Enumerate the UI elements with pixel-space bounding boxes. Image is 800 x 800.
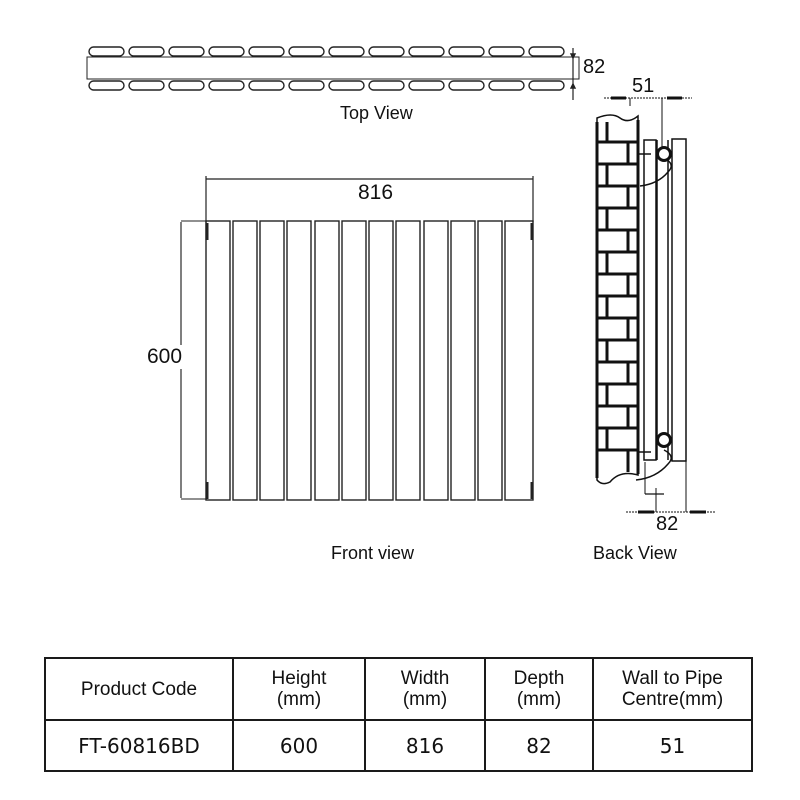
header-unit: (mm) — [402, 689, 448, 710]
header-product-code: Product Code — [44, 657, 234, 721]
top-view-drawing — [86, 46, 580, 100]
table-row: FT-60816BD 600 816 82 51 — [44, 719, 753, 772]
header-label: Width — [400, 668, 450, 689]
back-view-pipe-dimension-label: 51 — [632, 75, 655, 97]
front-view-label: Front view — [331, 543, 415, 563]
cell-product-code: FT-60816BD — [44, 719, 234, 772]
header-width: Width (mm) — [364, 657, 486, 721]
top-view-columns-upper — [88, 46, 565, 57]
spec-table-header-row: Product Code Height (mm) Width (mm) Dept… — [44, 657, 753, 721]
header-unit: (mm) — [516, 689, 562, 710]
header-depth: Depth (mm) — [484, 657, 594, 721]
front-view-height-label: 600 — [147, 345, 183, 369]
front-view-width-label: 816 — [358, 181, 394, 204]
cell-wall-to-pipe: 51 — [592, 719, 753, 772]
header-height: Height (mm) — [232, 657, 366, 721]
top-view-columns-lower — [88, 80, 565, 91]
header-label: Height — [271, 668, 327, 689]
front-view-drawing — [180, 176, 534, 501]
top-view-label: Top View — [340, 103, 413, 123]
spec-table: Product Code Height (mm) Width (mm) Dept… — [44, 657, 753, 772]
cell-depth: 82 — [484, 719, 594, 772]
top-view-depth-label: 82 — [583, 56, 606, 78]
header-unit: (mm) — [276, 689, 322, 710]
back-view-label: Back View — [593, 543, 677, 563]
header-wall-to-pipe: Wall to Pipe Centre(mm) — [592, 657, 753, 721]
header-label: Product Code — [80, 678, 198, 700]
header-label: Depth — [513, 668, 565, 689]
header-label: Wall to Pipe — [622, 668, 723, 689]
header-unit: Centre(mm) — [621, 689, 724, 710]
back-view-depth-label: 82 — [656, 513, 679, 535]
cell-height: 600 — [232, 719, 366, 772]
back-view-drawing — [595, 96, 716, 514]
cell-width: 816 — [364, 719, 486, 772]
